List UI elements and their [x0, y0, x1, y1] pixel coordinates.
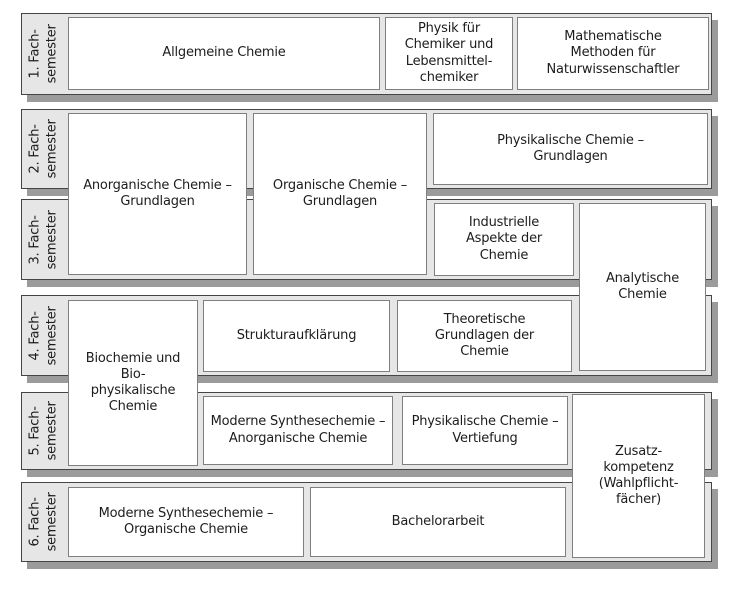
- module-analytische-chemie-label: Analytische Chemie: [605, 270, 680, 302]
- module-organische-chemie-grundlagen: Organische Chemie – Grundlagen: [253, 113, 427, 275]
- module-industrielle-aspekte: Industrielle Aspekte der Chemie: [434, 203, 574, 276]
- module-physik-fuer-chemiker-label: Physik für Chemiker und Lebensmittel- ch…: [404, 21, 494, 85]
- module-physikalische-chemie-grundlagen: Physikalische Chemie – Grundlagen: [433, 113, 708, 185]
- module-analytische-chemie: Analytische Chemie: [579, 203, 706, 371]
- module-moderne-synthesechemie-organisch: Moderne Synthesechemie – Organische Chem…: [68, 487, 304, 557]
- semester-label-3: 3. Fach- semester: [21, 199, 68, 280]
- module-industrielle-aspekte-label: Industrielle Aspekte der Chemie: [465, 215, 543, 263]
- module-mathematische-methoden-label: Mathematische Methoden für Naturwissensc…: [546, 29, 680, 77]
- module-strukturaufklaerung: Strukturaufklärung: [203, 300, 390, 372]
- module-anorganische-chemie-grundlagen: Anorganische Chemie – Grundlagen: [68, 113, 247, 275]
- semester-label-5: 5. Fach- semester: [21, 392, 68, 470]
- semester-label-4-text: 4. Fach- semester: [27, 305, 60, 366]
- module-organische-chemie-grundlagen-label: Organische Chemie – Grundlagen: [272, 177, 408, 209]
- module-bachelorarbeit: Bachelorarbeit: [310, 487, 566, 557]
- module-biochemie-biophysikalische-chemie-label: Biochemie und Bio- physikalische Chemie: [85, 350, 181, 415]
- semester-label-3-text: 3. Fach- semester: [27, 209, 60, 270]
- module-mathematische-methoden: Mathematische Methoden für Naturwissensc…: [517, 17, 709, 90]
- module-zusatzkompetenz-label: Zusatz- kompetenz (Wahlpflicht- fächer): [598, 443, 679, 508]
- semester-label-6-text: 6. Fach- semester: [27, 492, 60, 552]
- semester-label-1-text: 1. Fach- semester: [27, 24, 60, 84]
- semester-label-4: 4. Fach- semester: [21, 295, 68, 376]
- semester-label-5-text: 5. Fach- semester: [27, 401, 60, 461]
- module-theoretische-grundlagen-label: Theoretische Grundlagen der Chemie: [434, 311, 535, 360]
- module-anorganische-chemie-grundlagen-label: Anorganische Chemie – Grundlagen: [83, 177, 232, 209]
- module-physikalische-chemie-vertiefung: Physikalische Chemie – Vertiefung: [402, 396, 568, 465]
- module-physik-fuer-chemiker: Physik für Chemiker und Lebensmittel- ch…: [385, 17, 513, 90]
- module-allgemeine-chemie-label: Allgemeine Chemie: [162, 45, 286, 61]
- semester-label-2-text: 2. Fach- semester: [27, 119, 60, 179]
- module-moderne-synthesechemie-anorganisch-label: Moderne Synthesechemie – Anorganische Ch…: [210, 414, 386, 446]
- module-theoretische-grundlagen: Theoretische Grundlagen der Chemie: [397, 300, 572, 372]
- semester-label-6: 6. Fach- semester: [21, 482, 68, 562]
- semester-label-2: 2. Fach- semester: [21, 109, 68, 189]
- module-bachelorarbeit-label: Bachelorarbeit: [391, 513, 485, 529]
- semester-label-1: 1. Fach- semester: [21, 13, 68, 95]
- module-biochemie-biophysikalische-chemie: Biochemie und Bio- physikalische Chemie: [68, 300, 198, 466]
- module-physikalische-chemie-vertiefung-label: Physikalische Chemie – Vertiefung: [411, 414, 559, 446]
- module-strukturaufklaerung-label: Strukturaufklärung: [236, 327, 357, 343]
- module-allgemeine-chemie: Allgemeine Chemie: [68, 17, 380, 90]
- module-zusatzkompetenz: Zusatz- kompetenz (Wahlpflicht- fächer): [572, 394, 705, 558]
- module-moderne-synthesechemie-anorganisch: Moderne Synthesechemie – Anorganische Ch…: [203, 396, 393, 465]
- module-physikalische-chemie-grundlagen-label: Physikalische Chemie – Grundlagen: [497, 132, 644, 164]
- module-moderne-synthesechemie-organisch-label: Moderne Synthesechemie – Organische Chem…: [98, 505, 274, 537]
